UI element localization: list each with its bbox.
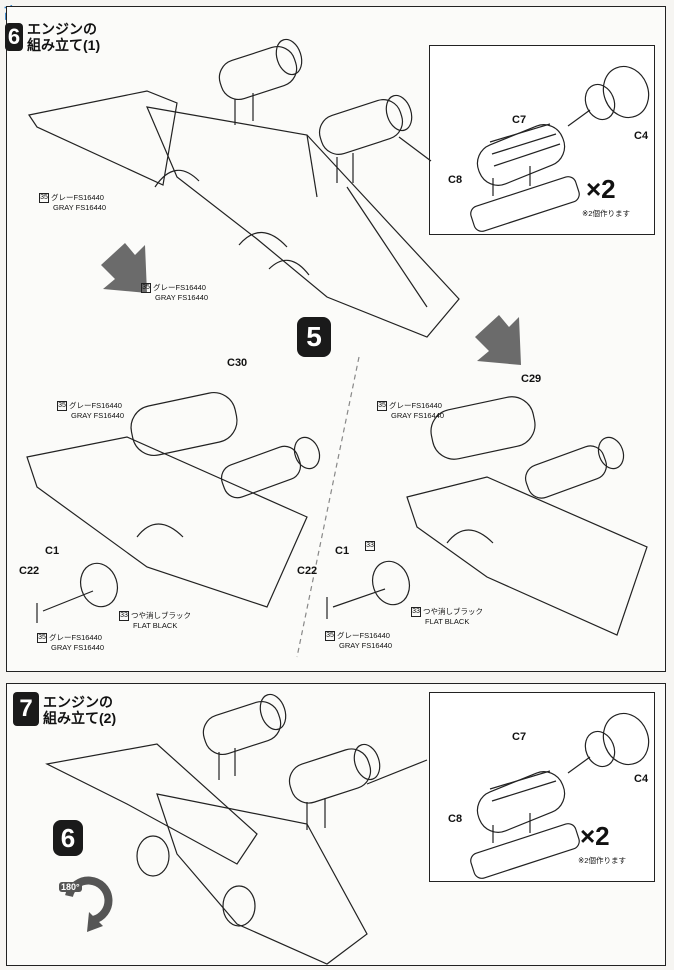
times-two-label: ×2 (580, 821, 610, 851)
paint-33-right: 33 (365, 541, 377, 552)
paint-name-en: FLAT BLACK (133, 621, 178, 631)
step-6-badge: 6 (5, 23, 23, 51)
step-6-title-line1: エンジンの (27, 21, 97, 37)
engine-subassembly-drawing (470, 712, 650, 879)
step-7-panel: 7 エンジンの 組み立て(2) C7 C4 C8 ×2 ※2個作ります (6, 683, 666, 966)
paint-name-en: GRAY FS16440 (53, 203, 107, 213)
part-label-c4: C4 (634, 773, 649, 785)
part-label-c7: C7 (512, 731, 527, 743)
part-label-c30: C30 (227, 357, 248, 369)
paint-name-en: FLAT BLACK (425, 617, 470, 627)
paint-name-ja: グレーFS16440 (49, 633, 102, 642)
paint-name-ja: グレーFS16440 (337, 631, 390, 640)
step-7-title-line2: 組み立て(2) (43, 710, 117, 726)
part-label-c1: C1 (45, 545, 60, 557)
rotate-arrow-icon (87, 912, 103, 932)
paint-number-badge: 35 (37, 633, 47, 644)
step-7-main-drawing (45, 693, 428, 965)
assembly-number-text: 5 (306, 321, 322, 352)
step-6-title: エンジンの 組み立て(1) (27, 21, 100, 53)
engine-subassembly-drawing (470, 65, 650, 232)
step-6-inset: C7 C4 C8 ×2 ※2個作ります (429, 45, 655, 235)
part-label-c7: C7 (512, 114, 527, 126)
paint-name-ja: グレーFS16440 (153, 283, 206, 292)
paint-name-ja: グレーFS16440 (51, 193, 104, 202)
step-7-title: エンジンの 組み立て(2) (43, 694, 116, 726)
paint-number-badge: 33 (365, 541, 375, 552)
part-label-c1-right: C1 (335, 545, 350, 557)
paint-name-en: GRAY FS16440 (391, 411, 445, 421)
step-6-panel: 6 エンジンの 組み立て(1) C7 C4 C8 ×2 ※2個作ります (5, 6, 666, 672)
paint-number-badge: 35 (141, 283, 151, 294)
paint-number-badge: 33 (411, 607, 421, 618)
down-right-arrow-icon (475, 315, 521, 365)
step-7-badge: 7 (13, 692, 39, 726)
paint-name-en: GRAY FS16440 (51, 643, 105, 653)
times-two-note: ※2個作ります (582, 209, 630, 218)
step-7-number: 7 (19, 695, 33, 722)
paint-number-badge: 33 (119, 611, 129, 622)
part-label-c4: C4 (634, 130, 649, 142)
step-7-inset: C7 C4 C8 ×2 ※2個作ります (429, 692, 655, 882)
paint-name-en: GRAY FS16440 (71, 411, 125, 421)
paint-name-ja: グレーFS16440 (69, 401, 122, 410)
paint-name-ja: つや消しブラック (423, 607, 483, 616)
part-label-c22: C22 (19, 565, 40, 577)
rotate-180-label: 180° (59, 882, 82, 892)
paint-name-ja: つや消しブラック (131, 611, 191, 620)
step-6-title-line2: 組み立て(1) (27, 37, 101, 53)
step-6-main-drawing (26, 38, 648, 658)
assembly-number-text: 6 (60, 823, 76, 853)
times-two-label: ×2 (586, 174, 616, 204)
paint-name-en: GRAY FS16440 (155, 293, 209, 303)
part-label-c8: C8 (448, 174, 463, 186)
step-6-number: 6 (7, 24, 21, 49)
paint-number-badge: 35 (39, 193, 49, 204)
paint-number-badge: 35 (325, 631, 335, 642)
part-label-c22-right: C22 (297, 565, 318, 577)
assembly-number-5: 5 (297, 317, 331, 357)
times-two-note: ※2個作ります (578, 856, 626, 865)
part-label-c29: C29 (521, 373, 542, 385)
paint-number-badge: 35 (377, 401, 387, 412)
down-right-arrow-icon (101, 243, 147, 293)
paint-name-ja: グレーFS16440 (389, 401, 442, 410)
assembly-number-6: 6 (53, 820, 83, 856)
paint-number-badge: 35 (57, 401, 67, 412)
paint-name-en: GRAY FS16440 (339, 641, 393, 651)
part-label-c8: C8 (448, 813, 463, 825)
step-7-title-line1: エンジンの (43, 694, 113, 710)
